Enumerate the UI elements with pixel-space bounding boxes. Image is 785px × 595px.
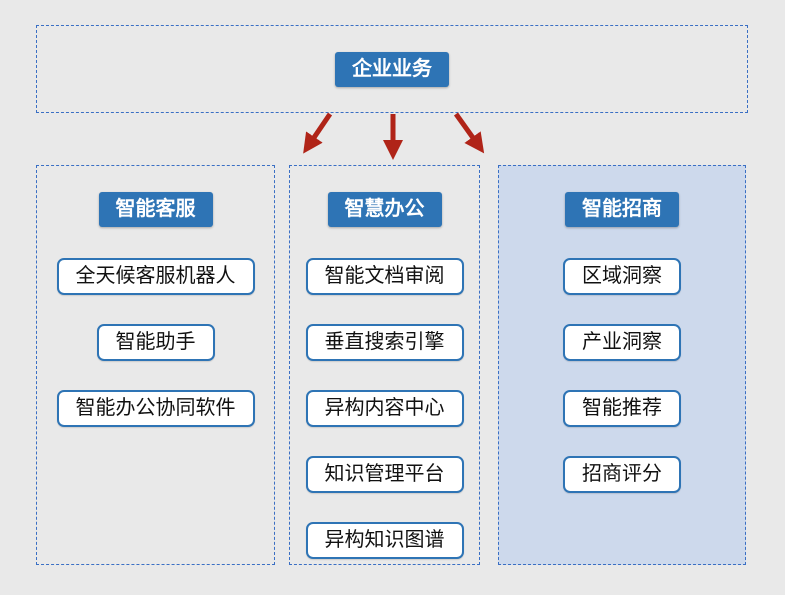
diagram-item: 知识管理平台 [305,456,464,493]
panel-smart-office: 智慧办公 智能文档审阅 垂直搜索引擎 异构内容中心 知识管理平台 异构知识图谱 [289,165,480,565]
diagram-item: 智能文档审阅 [305,258,464,295]
diagram-item: 异构内容中心 [305,390,464,427]
diagram-item: 异构知识图谱 [305,522,464,559]
diagram-item: 全天候客服机器人 [56,258,255,295]
column-header: 智慧办公 [327,192,442,227]
diagram-item: 智能推荐 [563,390,681,427]
diagram-item: 垂直搜索引擎 [305,324,464,361]
connector-arrows [303,112,485,160]
diagram-item: 区域洞察 [563,258,681,295]
root-node: 企业业务 [335,51,449,87]
diagram-item: 智能助手 [96,324,215,361]
root-container: 企业业务 [36,25,748,113]
diagram-item: 招商评分 [563,456,681,493]
panel-customer-service: 智能客服 全天候客服机器人 智能助手 智能办公协同软件 [36,165,275,565]
panel-investment: 智能招商 区域洞察 产业洞察 智能推荐 招商评分 [498,165,746,565]
arrow-to-right-column-icon [453,112,485,154]
arrow-to-left-column-icon [303,112,333,154]
column-header: 智能客服 [98,192,213,227]
diagram-item: 产业洞察 [563,324,681,361]
diagram-item: 智能办公协同软件 [56,390,255,427]
column-header: 智能招商 [565,192,679,227]
